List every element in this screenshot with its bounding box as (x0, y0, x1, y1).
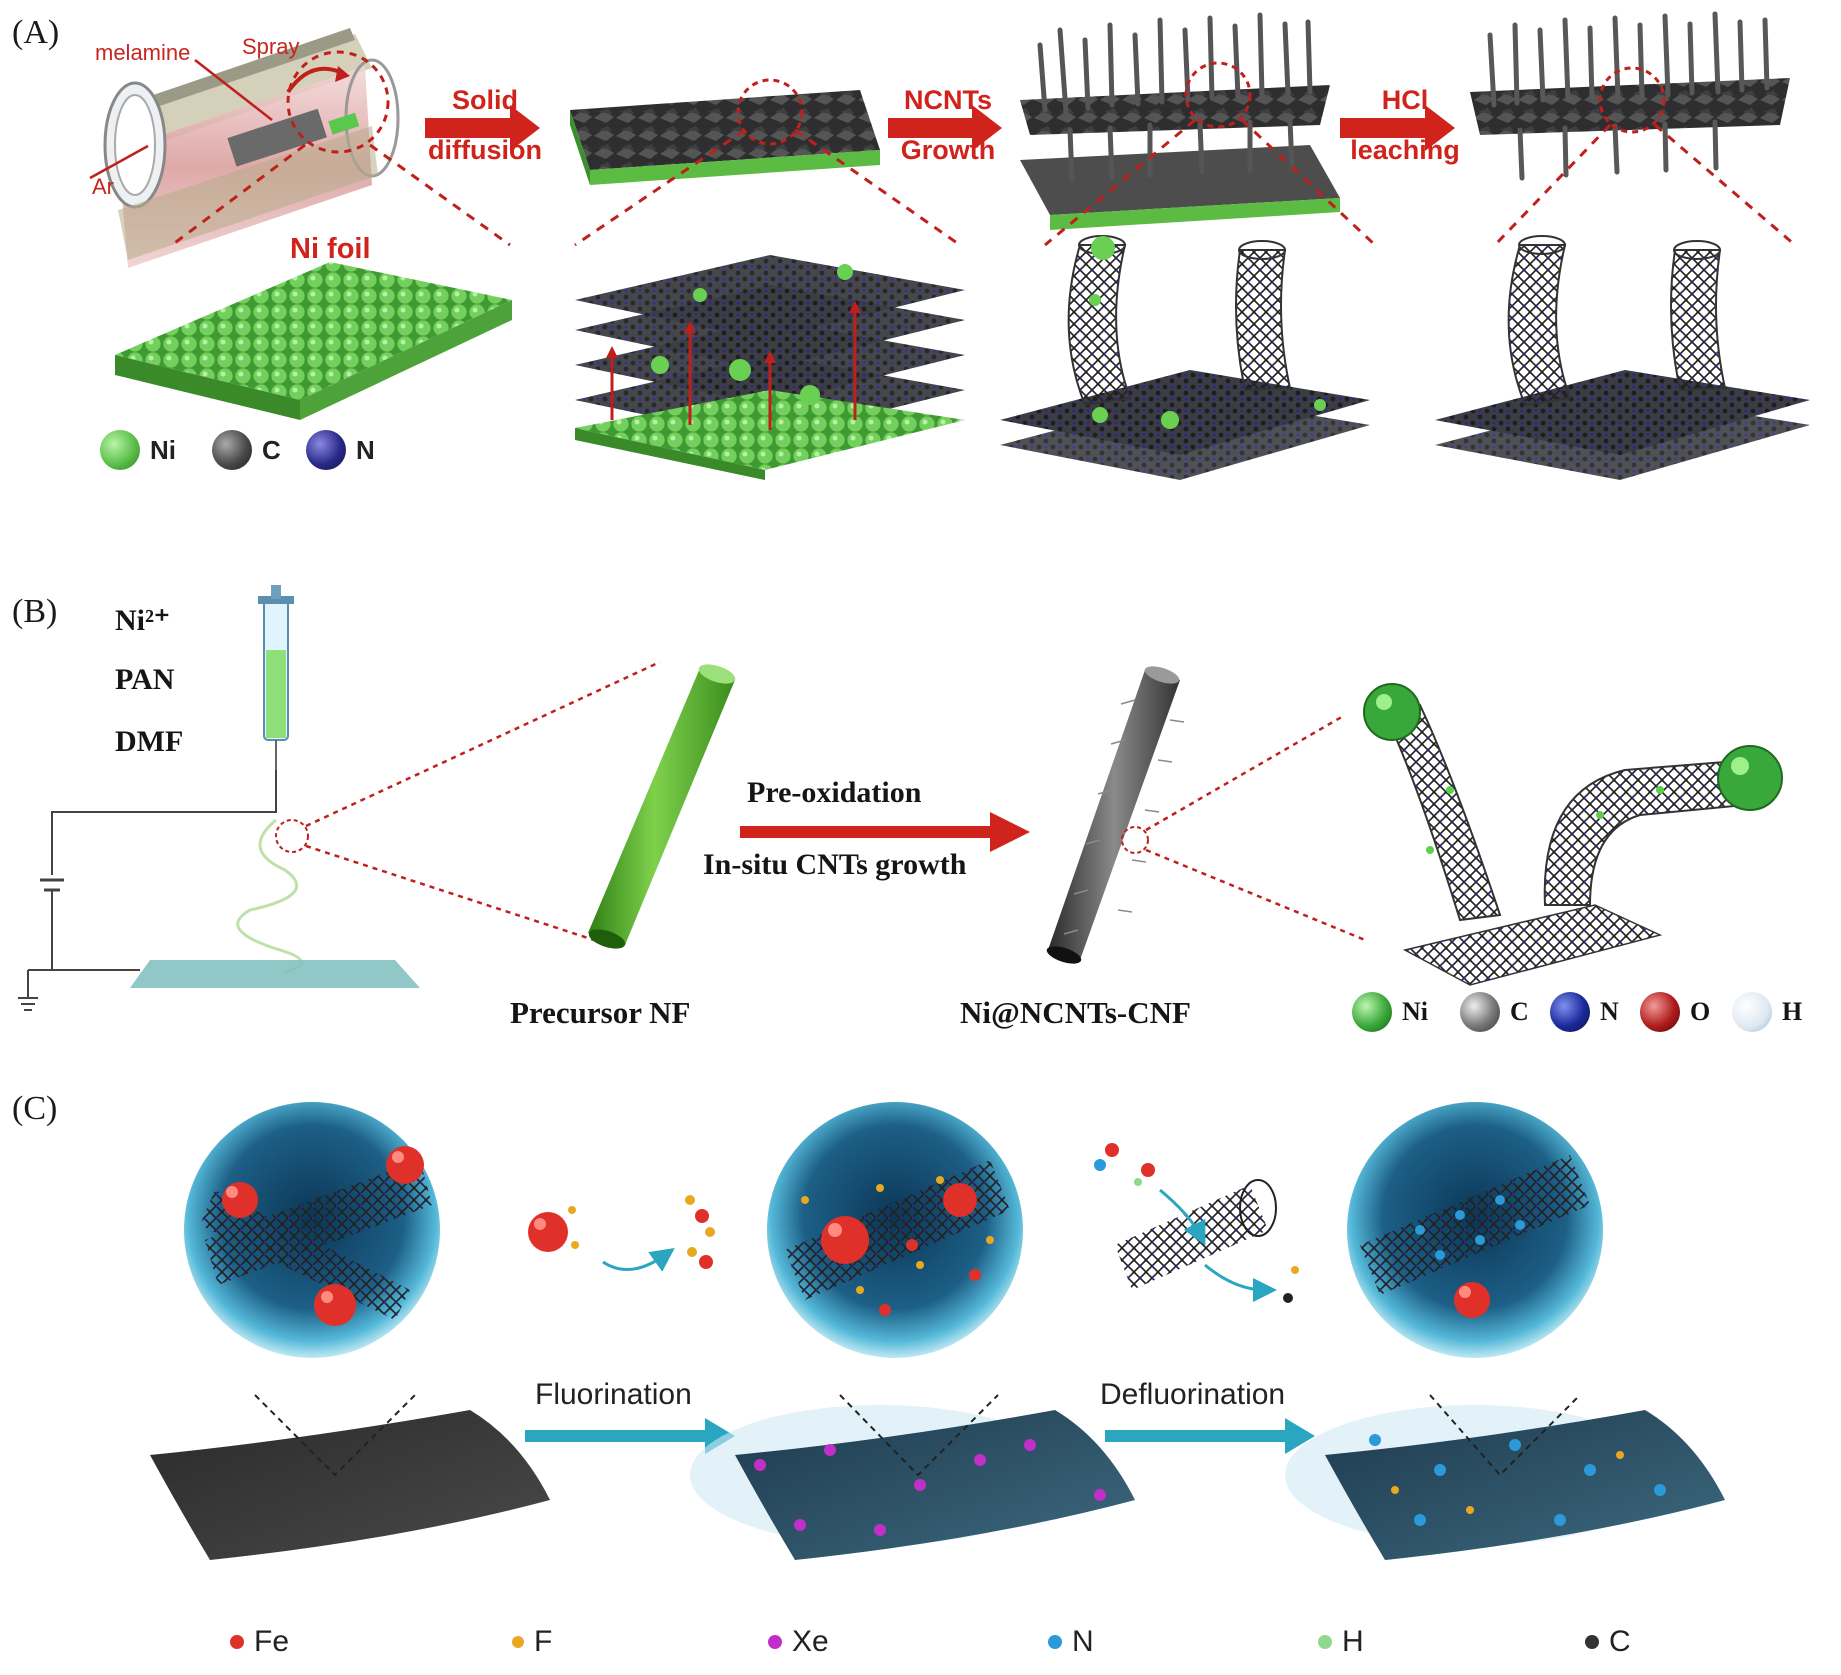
arrow-solid-diffusion (425, 105, 540, 151)
panel-a-graphics (89, 11, 1810, 480)
arrow-fluorination (525, 1418, 735, 1454)
legend-a-n-label: N (356, 434, 375, 465)
legend-b-o-label: O (1690, 997, 1711, 1026)
coated-foil (570, 78, 880, 185)
ni-foil-block (115, 262, 512, 420)
panel-c-graphics (150, 1102, 1725, 1560)
step-solid-diffusion: Solid diffusion (425, 84, 545, 167)
layered-graphene (575, 255, 965, 480)
h-atom-icon (1318, 1635, 1332, 1649)
legend-a-ni-label: Ni (150, 434, 176, 465)
legend-c-n: N (1048, 1625, 1094, 1659)
product-label: Ni@NCNTs-CNF (960, 995, 1191, 1030)
legend-c-xe-label: Xe (792, 1625, 829, 1658)
f-atom-icon (512, 1636, 524, 1648)
legend-c-f: F (512, 1625, 552, 1659)
carbon-sheet-3 (1285, 1102, 1725, 1560)
legend-c-fe-label: Fe (254, 1625, 290, 1658)
ni-foil-label: Ni foil (290, 233, 371, 265)
c-atom-icon (212, 430, 252, 470)
step-hcl-leaching-line2: leaching (1350, 135, 1460, 166)
legend-c-h-label: H (1342, 1625, 1364, 1658)
n-atom-icon (306, 430, 346, 470)
panel-a-label: (A) (12, 14, 60, 51)
spray-label: Spray (242, 34, 300, 59)
legend-a-c: C (212, 430, 281, 470)
c-atom-icon (1585, 1635, 1599, 1649)
legend-c-fe: Fe (230, 1625, 289, 1659)
pre-oxidation-label: Pre-oxidation (747, 776, 922, 809)
legend-b-ni: Ni (1352, 992, 1428, 1032)
ni-ncnts-cnf-rod (1046, 666, 1185, 964)
legend-b-c-label: C (1510, 997, 1529, 1026)
defluorination-label: Defluorination (1100, 1378, 1286, 1411)
cvd-tube (89, 28, 400, 268)
legend-c-h: H (1318, 1625, 1364, 1659)
crossed-cnts-1 (200, 1146, 432, 1326)
legend-a-ni: Ni (100, 430, 176, 470)
legend-b-h: H (1732, 992, 1802, 1032)
legend-b-n-label: N (1600, 997, 1619, 1026)
fluorination-label: Fluorination (535, 1378, 692, 1411)
step-ncnts-growth-line2: Growth (900, 135, 996, 166)
c-atom-icon (1460, 992, 1500, 1032)
fe-atom-icon (230, 1635, 244, 1649)
arrow-ncnts-growth (888, 105, 1002, 151)
legend-c-c: C (1585, 1625, 1631, 1659)
precursor-rod (588, 664, 736, 949)
cnt-detail-b (1363, 683, 1783, 986)
arrow-pre-oxidation (740, 812, 1030, 852)
panel-b-graphics (18, 585, 1783, 1011)
reagent-dmf: DMF (115, 725, 184, 758)
h-atom-icon (1732, 992, 1772, 1032)
step-solid-diffusion-line2: diffusion (428, 135, 542, 166)
legend-a-c-label: C (262, 434, 281, 465)
cnt-detail-growth (1000, 235, 1370, 480)
legend-c-c-label: C (1609, 1625, 1631, 1658)
legend-c-xe: Xe (768, 1625, 829, 1659)
legend-b-n: N (1550, 992, 1619, 1032)
cnts-growth-label: In-situ CNTs growth (703, 848, 967, 881)
step-solid-diffusion-line1: Solid (452, 85, 518, 115)
precursor-nf-label: Precursor NF (510, 995, 691, 1030)
zoom-lines-a (171, 118, 1796, 247)
legend-b-ni-label: Ni (1402, 997, 1428, 1026)
ar-label: Ar (92, 174, 114, 199)
panel-b-label: (B) (12, 593, 58, 630)
carbon-sheet-1 (150, 1102, 550, 1560)
cnt-detail-leached (1435, 235, 1810, 480)
n-atom-icon (1550, 992, 1590, 1032)
arrow-defluorination (1105, 1418, 1315, 1454)
step-ncnts-growth-line1: NCNTs (903, 85, 992, 115)
legend-c-f-label: F (534, 1625, 553, 1658)
fe-xef-reaction (528, 1195, 715, 1272)
electrospinning-setup (18, 585, 420, 1011)
xe-atom-icon (768, 1635, 782, 1649)
legend-b-h-label: H (1782, 997, 1803, 1026)
carbon-sheet-2 (690, 1102, 1135, 1560)
legend-b-c: C (1460, 992, 1529, 1032)
melamine-label: melamine (95, 40, 191, 65)
step-hcl-leaching: HCl leaching (1340, 84, 1470, 167)
ni-atom-icon (1352, 992, 1392, 1032)
legend-c-n-label: N (1072, 1625, 1094, 1658)
ncnt-forest (1020, 12, 1340, 230)
panel-c-label: (C) (12, 1090, 58, 1127)
leached-forest (1470, 11, 1790, 181)
step-hcl-leaching-line1: HCl (1381, 85, 1429, 115)
legend-a-n: N (306, 430, 375, 470)
defluorination-reaction (1094, 1143, 1299, 1303)
reagent-ni: Ni²⁺ (115, 604, 170, 637)
ni-atom-icon (100, 430, 140, 470)
n-atom-icon (1048, 1635, 1062, 1649)
o-atom-icon (1640, 992, 1680, 1032)
legend-b-o: O (1640, 992, 1710, 1032)
arrow-hcl-leaching (1340, 105, 1455, 151)
reagent-pan: PAN (115, 663, 175, 696)
step-ncnts-growth: NCNTs Growth (888, 84, 1008, 167)
